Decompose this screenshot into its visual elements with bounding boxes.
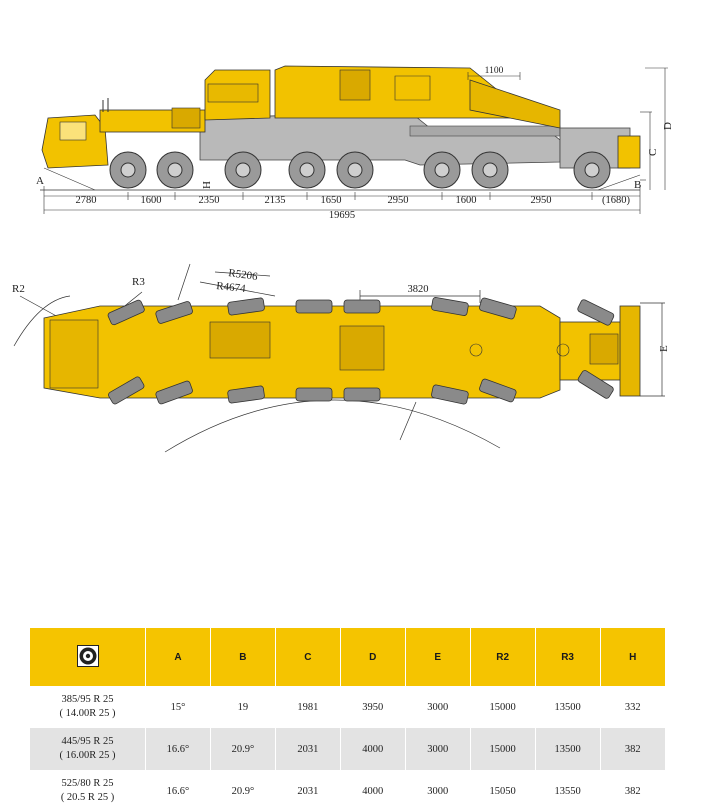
top-wheels — [107, 297, 615, 405]
value-cell: 3950 — [339, 686, 406, 728]
table-row: 525/80 R 25 ( 20.5 R 25 ) 16.6° 20.9° 20… — [30, 770, 665, 812]
value-cell: 4000 — [339, 770, 406, 812]
column-header: R3 — [534, 628, 601, 686]
column-header: R2 — [469, 628, 536, 686]
spec-table: A B C D E R2 R3 H 385/95 R 25 ( 14.00R 2… — [30, 628, 665, 812]
dim-label: (1680) — [602, 195, 630, 206]
tire-size-cell: 525/80 R 25 ( 20.5 R 25 ) — [30, 770, 146, 812]
value-cell: 15050 — [469, 770, 536, 812]
crane-drawing: 2780 1600 2350 2135 1650 2950 1600 2950 … — [12, 65, 674, 453]
tire-size-alt: ( 16.00R 25 ) — [59, 750, 116, 761]
top-dim-label: 1100 — [485, 66, 504, 76]
width-e-label: E — [658, 345, 670, 352]
table-header-row: A B C D E R2 R3 H — [30, 628, 665, 686]
tire-size-cell: 445/95 R 25 ( 16.00R 25 ) — [30, 728, 146, 770]
value-cell: 3000 — [404, 686, 471, 728]
tire-header — [30, 628, 146, 686]
value-cell: 3000 — [404, 770, 471, 812]
tire-size: 445/95 R 25 — [61, 736, 114, 747]
dim-label: 2350 — [199, 195, 220, 206]
value-cell: 15° — [145, 686, 211, 728]
table-row: 445/95 R 25 ( 16.00R 25 ) 16.6° 20.9° 20… — [30, 728, 665, 770]
value-cell: 1981 — [274, 686, 341, 728]
tire-size: 525/80 R 25 — [61, 778, 114, 789]
tire-size-alt: ( 14.00R 25 ) — [59, 708, 116, 719]
value-cell: 13500 — [534, 686, 601, 728]
dim-label: 1650 — [321, 195, 342, 206]
value-cell: 3000 — [404, 728, 471, 770]
dim-label: 2135 — [265, 195, 286, 206]
turning-arc-r2 — [13, 295, 71, 347]
value-cell: 16.6° — [145, 728, 211, 770]
value-cell: 20.9° — [209, 770, 276, 812]
column-header: E — [404, 628, 471, 686]
value-cell: 15000 — [469, 686, 536, 728]
clearance-h-label: H — [201, 181, 213, 189]
column-header: C — [274, 628, 341, 686]
angle-b-label: B — [634, 179, 641, 191]
side-wheels — [109, 151, 611, 189]
dim-label: 2950 — [531, 195, 552, 206]
value-cell: 13550 — [534, 770, 601, 812]
value-cell: 19 — [209, 686, 276, 728]
top-view: R2 R3 R5206 R4674 3820 E — [12, 263, 670, 453]
value-cell: 16.6° — [145, 770, 211, 812]
value-cell: 332 — [599, 686, 665, 728]
turning-arc-outer — [164, 399, 501, 453]
column-header: B — [209, 628, 276, 686]
value-cell: 13500 — [534, 728, 601, 770]
table-row: 385/95 R 25 ( 14.00R 25 ) 15° 19 1981 39… — [30, 686, 665, 728]
radius-r2-label: R2 — [12, 283, 25, 295]
value-cell: 15000 — [469, 728, 536, 770]
column-header: D — [339, 628, 406, 686]
value-cell: 382 — [599, 770, 665, 812]
dim-label: 1600 — [141, 195, 162, 206]
height-c-label: C — [647, 149, 659, 156]
column-header: H — [599, 628, 665, 686]
column-header: A — [145, 628, 211, 686]
value-cell: 4000 — [339, 728, 406, 770]
dim-label: 1600 — [456, 195, 477, 206]
radius-r4674-label: R4674 — [216, 280, 247, 295]
value-cell: 2031 — [274, 770, 341, 812]
tire-icon — [76, 644, 99, 667]
height-d-label: D — [662, 122, 674, 130]
value-cell: 20.9° — [209, 728, 276, 770]
dim-3820-label: 3820 — [408, 284, 429, 295]
dim-label: 2950 — [388, 195, 409, 206]
front-cab — [41, 114, 109, 169]
boom — [469, 79, 561, 129]
tire-size-alt: ( 20.5 R 25 ) — [60, 792, 115, 803]
dim-label: 2780 — [76, 195, 97, 206]
angle-a-label: A — [36, 175, 44, 187]
value-cell: 382 — [599, 728, 665, 770]
radius-r5206-label: R5206 — [228, 267, 259, 283]
total-length-label: 19695 — [329, 210, 355, 221]
value-cell: 2031 — [274, 728, 341, 770]
side-view: 2780 1600 2350 2135 1650 2950 1600 2950 … — [36, 65, 674, 221]
tire-size: 385/95 R 25 — [61, 694, 114, 705]
radius-r3-label: R3 — [132, 276, 145, 288]
tire-size-cell: 385/95 R 25 ( 14.00R 25 ) — [30, 686, 146, 728]
